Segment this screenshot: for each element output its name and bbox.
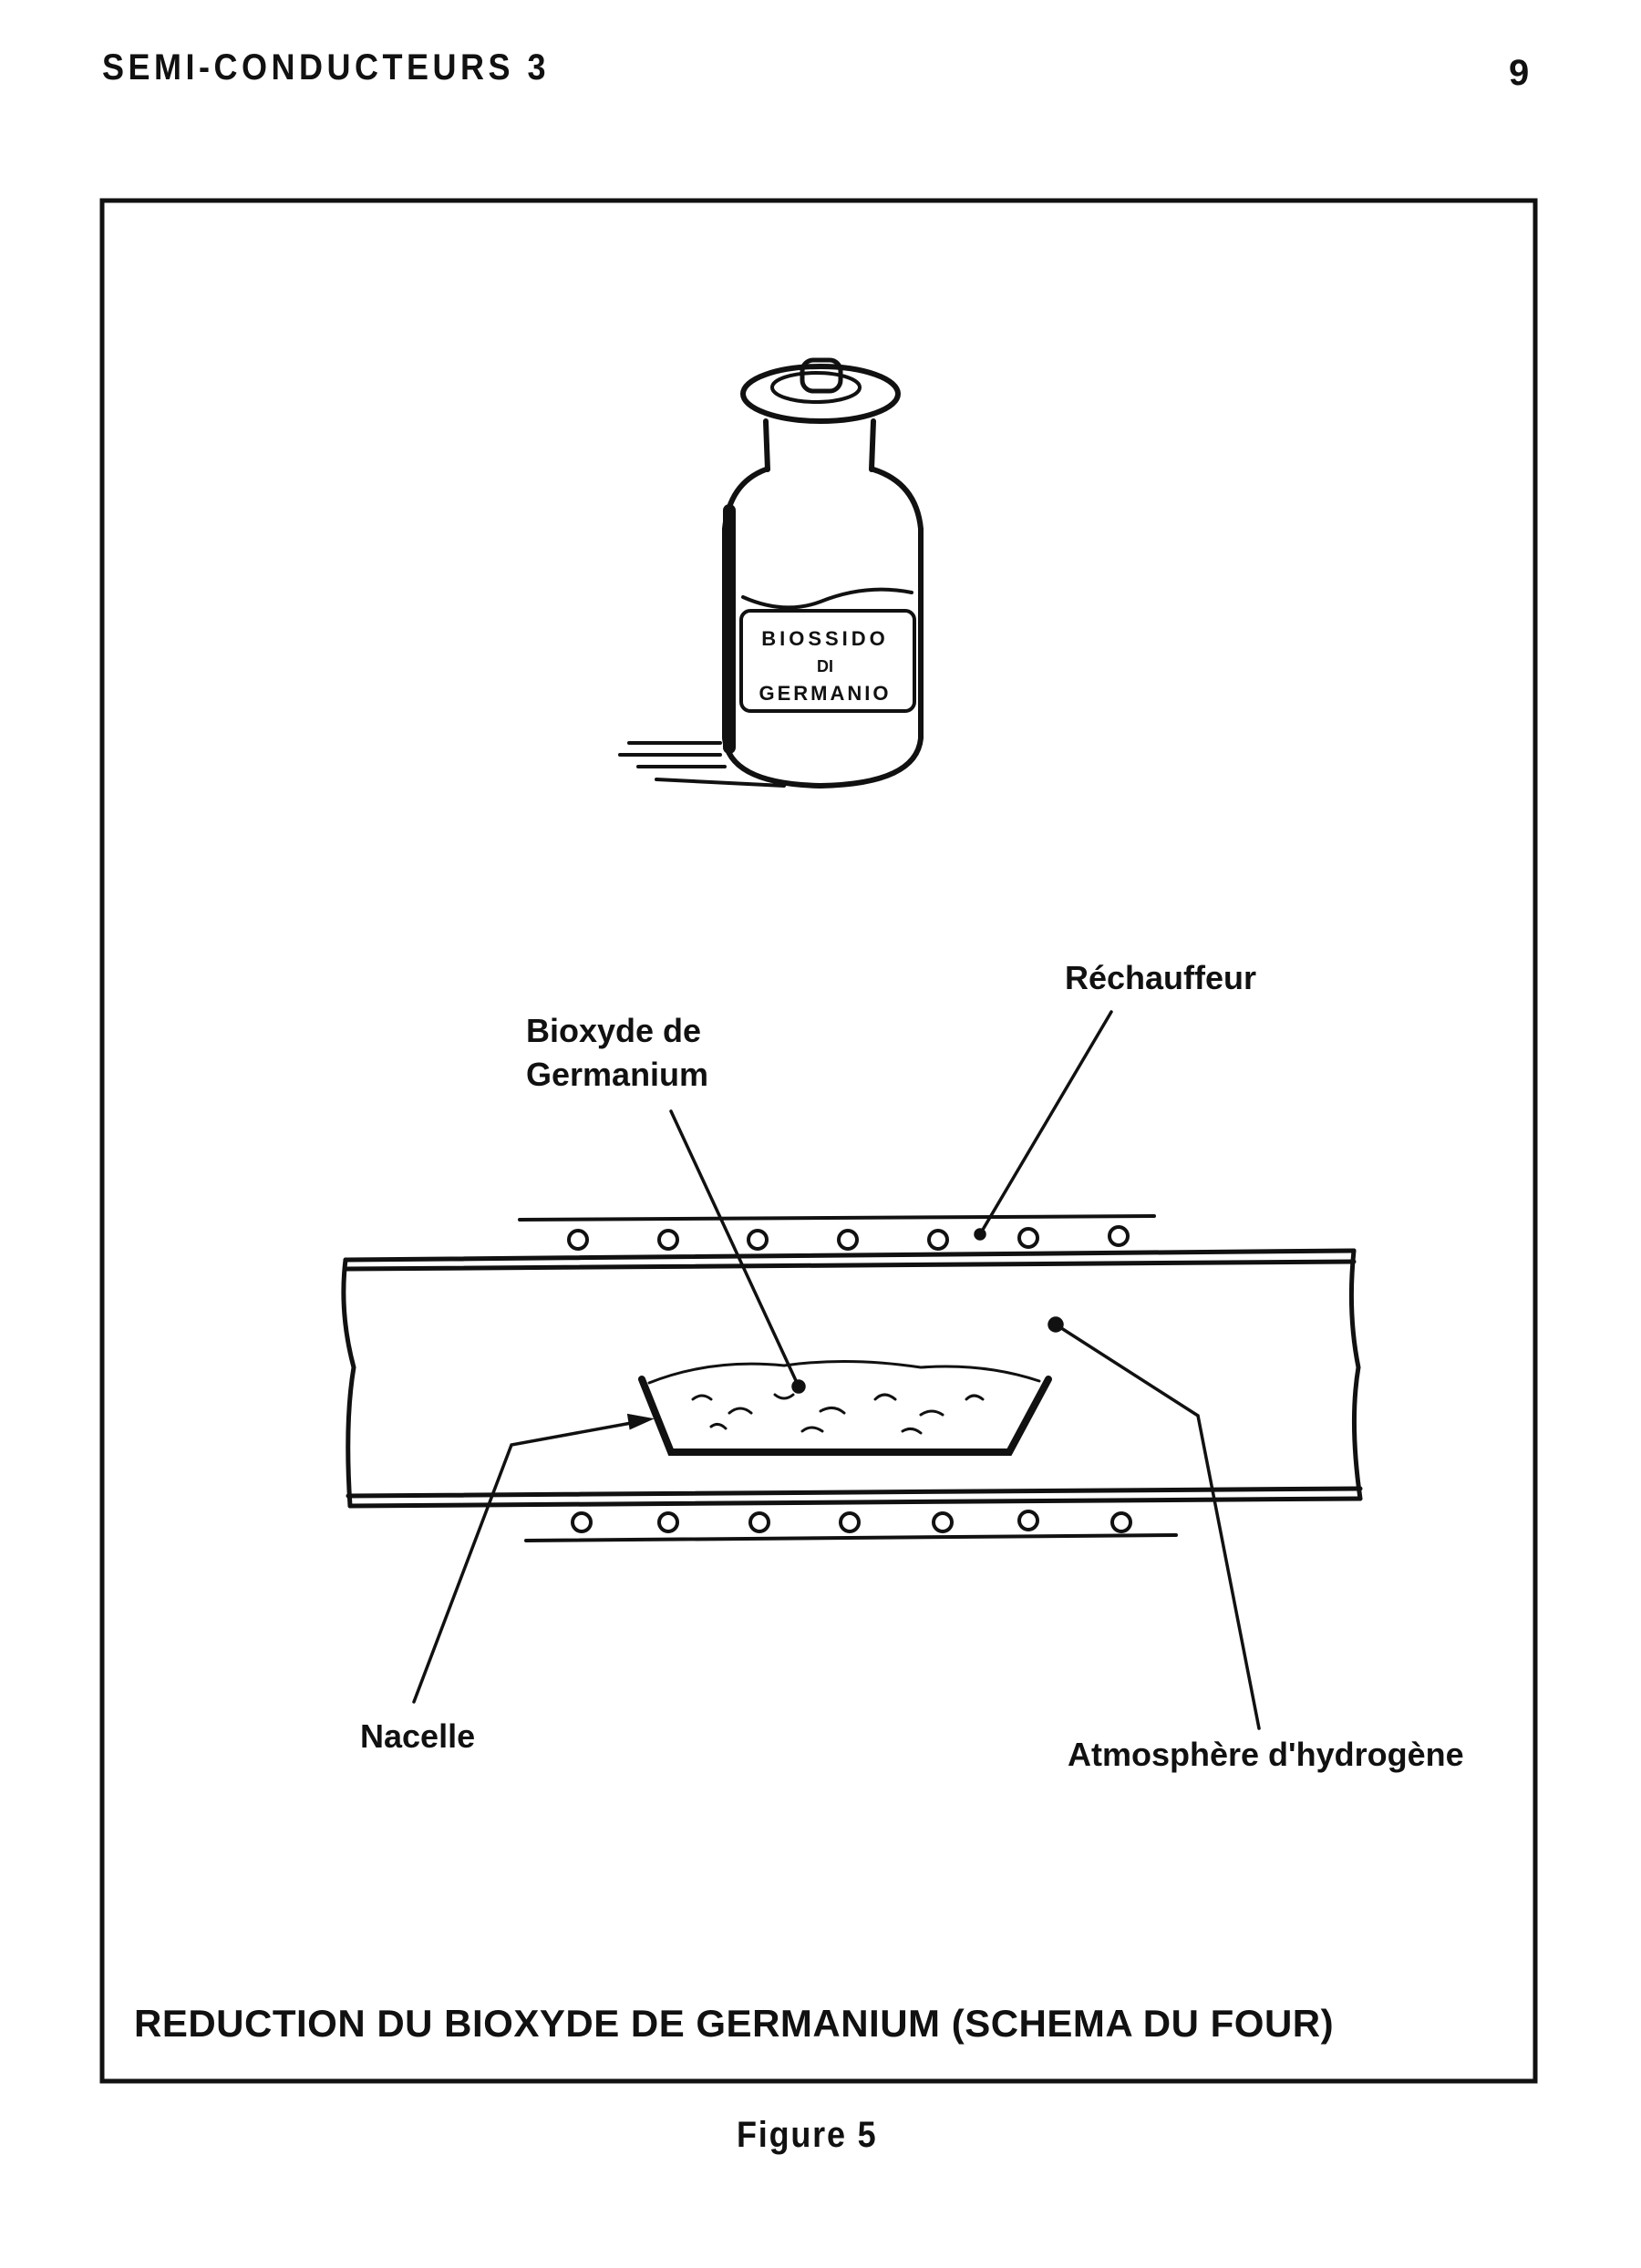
figure-caption: REDUCTION DU BIOXYDE DE GERMANIUM (SCHEM… xyxy=(134,2002,1335,2045)
bottle-label-line2: DI xyxy=(817,657,833,675)
figure-number: Figure 5 xyxy=(737,2115,878,2155)
label-dioxide-line2: Germanium xyxy=(526,1056,709,1093)
label-dioxide-line1: Bioxyde de xyxy=(526,1012,702,1049)
bottle-illustration: BIOSSIDO DI GERMANIO xyxy=(618,357,924,789)
heater-bottom xyxy=(524,1510,1178,1542)
running-header: SEMI-CONDUCTEURS 3 xyxy=(102,47,551,88)
furnace-tube xyxy=(341,1248,1363,1509)
page-number: 9 xyxy=(1509,53,1530,93)
bottle-label-line1: BIOSSIDO xyxy=(761,627,889,650)
heater-top xyxy=(518,1214,1156,1251)
label-boat: Nacelle xyxy=(360,1717,476,1755)
bottle-label-line3: GERMANIO xyxy=(759,682,892,705)
label-heater: Réchauffeur xyxy=(1065,959,1257,996)
heater-coils-top xyxy=(567,1225,1130,1251)
label-atmosphere: Atmosphère d'hydrogène xyxy=(1068,1736,1464,1773)
figure-frame xyxy=(99,198,1538,2084)
leader-lines xyxy=(412,1010,1261,1730)
boat xyxy=(638,1359,1052,1456)
